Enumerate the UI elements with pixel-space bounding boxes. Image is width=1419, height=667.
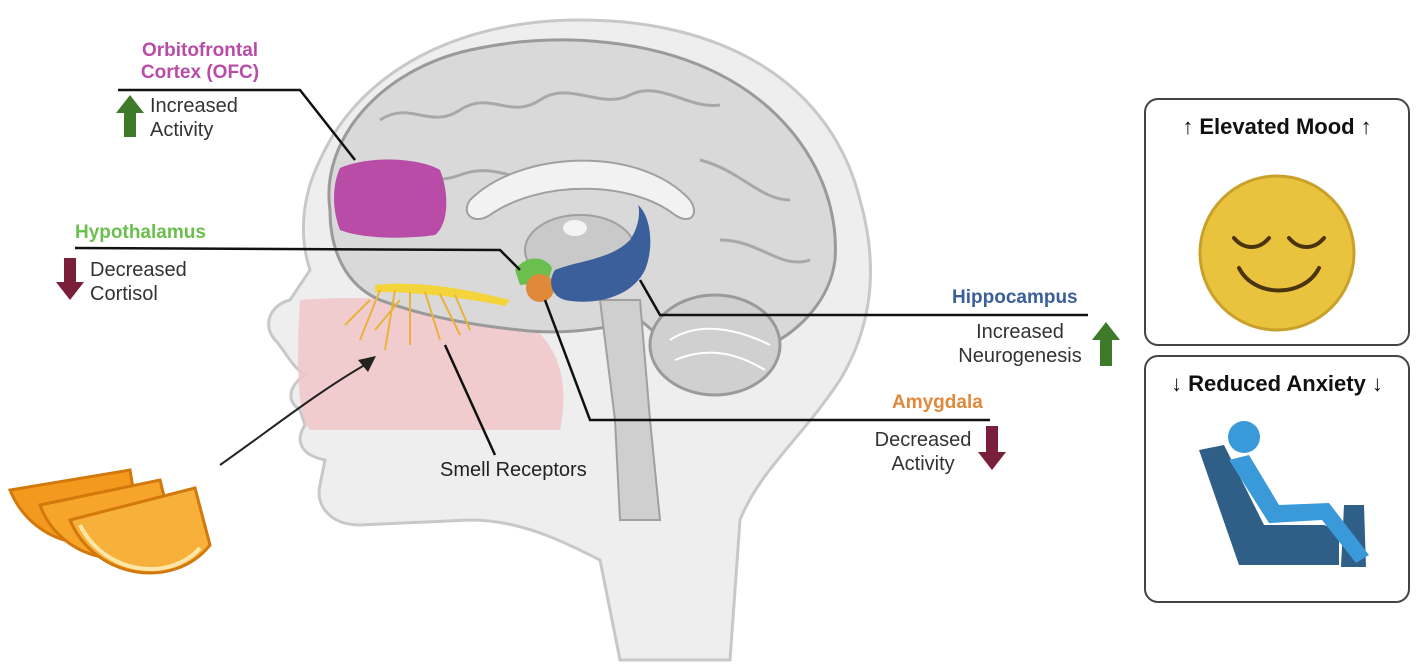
hippocampus-title: Hippocampus — [952, 287, 1078, 309]
hypothalamus-effect-line1: Decreased — [90, 258, 187, 282]
relaxed-person-chair-icon — [1144, 355, 1410, 603]
amygdala-effect-line2: Activity — [868, 452, 978, 476]
arrow-down-icon — [978, 426, 1006, 470]
smiley-face-icon — [1144, 98, 1410, 346]
hypothalamus-title: Hypothalamus — [75, 222, 206, 244]
ofc-effect: Increased Activity — [150, 94, 238, 142]
amygdala-effect: Decreased Activity — [868, 428, 978, 476]
amygdala-title: Amygdala — [892, 392, 983, 414]
ofc-title-line1: Orbitofrontal — [135, 40, 265, 62]
arrow-up-icon — [1092, 322, 1120, 366]
arrow-up-icon — [116, 95, 144, 137]
hypothalamus-effect: Decreased Cortisol — [90, 258, 187, 306]
hypothalamus-effect-line2: Cortisol — [90, 282, 187, 306]
ofc-title-line2: Cortex (OFC) — [135, 62, 265, 84]
ofc-region — [334, 160, 446, 238]
ofc-effect-line2: Activity — [150, 118, 238, 142]
amygdala-effect-line1: Decreased — [868, 428, 978, 452]
ofc-effect-line1: Increased — [150, 94, 238, 118]
smell-receptors-label: Smell Receptors — [440, 458, 587, 482]
orange-slices-icon — [10, 470, 210, 573]
hippocampus-effect-line1: Increased — [955, 320, 1085, 344]
hippocampus-effect: Increased Neurogenesis — [955, 320, 1085, 368]
elevated-mood-card: ↑Elevated Mood↑ — [1144, 98, 1410, 346]
hippocampus-effect-line2: Neurogenesis — [955, 344, 1085, 368]
arrow-down-icon — [56, 258, 84, 300]
amygdala-region — [526, 274, 554, 302]
reduced-anxiety-card: ↓Reduced Anxiety↓ — [1144, 355, 1410, 603]
cerebellum — [650, 295, 780, 395]
ofc-title: Orbitofrontal Cortex (OFC) — [135, 40, 265, 84]
